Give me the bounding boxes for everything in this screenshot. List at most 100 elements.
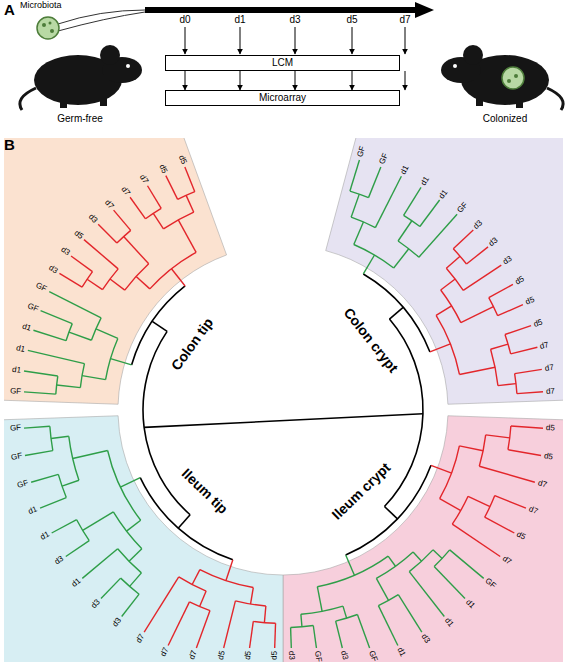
dendrogram-branch <box>384 506 397 518</box>
annotation-label: d0 <box>179 14 190 26</box>
dendrogram-branch <box>235 601 265 606</box>
leaf-label: GF <box>10 423 22 434</box>
dendrogram-branch <box>96 329 118 338</box>
dendrogram-branch <box>166 176 178 200</box>
annotation-label: Germ-free <box>57 113 103 125</box>
sector-band <box>326 138 563 404</box>
dendrogram-branch <box>346 465 431 555</box>
heading-label: A <box>4 1 15 18</box>
flow-arrow <box>295 71 296 90</box>
dendrogram-branch <box>152 321 167 331</box>
dendrogram-branch <box>343 606 347 618</box>
dendrogram-branch <box>200 591 207 606</box>
dendrogram-branch <box>56 376 58 394</box>
dendrogram-branch <box>479 466 535 482</box>
dendrogram-branch <box>301 606 343 614</box>
timeline-arrowhead <box>415 2 434 18</box>
dendrogram-branch <box>463 265 501 290</box>
dendrogram-branch <box>226 560 233 581</box>
dendrogram-branch <box>66 541 89 557</box>
dendrogram-branch <box>452 524 500 556</box>
dendrogram-branch <box>25 451 53 456</box>
dendrogram-branch <box>50 426 53 450</box>
colonized-mouse <box>441 45 563 110</box>
dendrogram-branch <box>82 272 92 288</box>
dendrogram-branch <box>517 392 543 394</box>
mouse-leg <box>476 98 483 106</box>
dendrogram-branch <box>508 426 511 450</box>
bacteria-dot <box>514 74 518 78</box>
dendrogram-branch <box>291 625 314 627</box>
dendrogram-branch <box>136 276 150 288</box>
dendrogram-branch <box>140 478 233 560</box>
mouse-ear <box>100 45 120 65</box>
dendrogram-branch <box>69 436 79 480</box>
flow-arrow <box>352 71 353 90</box>
flow-line <box>58 12 145 31</box>
dendrogram-branch <box>71 256 92 272</box>
leaf-label: d5 <box>243 650 254 660</box>
dendrogram-branch <box>336 614 358 621</box>
dendrogram-branch <box>196 611 210 648</box>
dendrogram-branch <box>186 195 194 212</box>
timeline-arrow <box>145 7 417 13</box>
dendrogram-branch <box>369 167 381 198</box>
dendrogram-branch <box>461 307 494 323</box>
leaf-label: d7 <box>546 386 556 397</box>
dendrogram-branch <box>24 392 56 394</box>
dendrogram-branch <box>41 311 73 324</box>
bacteria-dot <box>49 22 52 25</box>
dendrogram-branch <box>98 224 117 243</box>
sector-bands <box>4 138 563 662</box>
dendrogram-branch <box>489 284 513 297</box>
mouse-ear <box>463 45 483 65</box>
dendrogram-branch <box>77 520 90 541</box>
dendrogram-branch <box>376 552 413 578</box>
dendrogram-branch <box>467 247 489 264</box>
sampling-arrow <box>352 27 353 54</box>
dendrogram-branch <box>290 627 292 648</box>
dendrogram-branch <box>62 480 79 486</box>
leaf-label: GF <box>10 451 23 463</box>
dendrogram-branch <box>108 450 141 520</box>
dendrogram-branch <box>251 588 254 604</box>
dendrogram-branch <box>84 240 118 269</box>
dendrogram-branch <box>376 578 388 600</box>
dendrogram-branch <box>178 220 196 252</box>
dendrogram-branch <box>189 602 210 611</box>
microbiota-dish <box>37 17 59 39</box>
dendrogram-branch <box>82 549 117 579</box>
leaf-label: d7 <box>544 363 554 374</box>
dendrogram-branch <box>440 499 461 511</box>
dendrogram-branch <box>388 556 395 566</box>
dendrogram-branch <box>163 212 193 229</box>
flow-line <box>58 10 145 24</box>
dendrogram-branch <box>224 601 236 648</box>
dendrogram-branch <box>430 344 450 352</box>
mouse-leg <box>60 100 67 108</box>
dendrogram-branch <box>51 436 69 438</box>
petri-dish <box>37 17 59 39</box>
dendrogram-branch <box>179 577 206 591</box>
dendrogram-branch <box>144 414 423 428</box>
dendrogram-branch <box>485 517 515 533</box>
dendrogram-branch <box>66 324 72 341</box>
dendrogram-branch <box>404 187 421 215</box>
heading-label: Colon tip <box>168 315 217 373</box>
dendrogram-branch <box>150 252 196 289</box>
dendrogram-branch <box>125 264 149 290</box>
dendrogram-branch <box>31 474 58 482</box>
dendrogram-branch <box>491 349 498 385</box>
dendrogram-branch <box>82 376 106 380</box>
dendrogram-branch <box>420 200 440 226</box>
dendrogram-branch <box>434 550 450 567</box>
dendrogram-branch <box>394 249 409 268</box>
dendrogram-branch <box>24 371 58 376</box>
leaf-label: GF <box>312 650 323 662</box>
dendrogram-branch <box>515 369 542 373</box>
dendrogram-branch <box>317 587 322 612</box>
annotation-label: Colonized <box>483 113 527 125</box>
sampling-arrow <box>405 27 406 54</box>
dendrogram-branch <box>505 326 531 335</box>
dendrogram-branch <box>80 364 84 388</box>
